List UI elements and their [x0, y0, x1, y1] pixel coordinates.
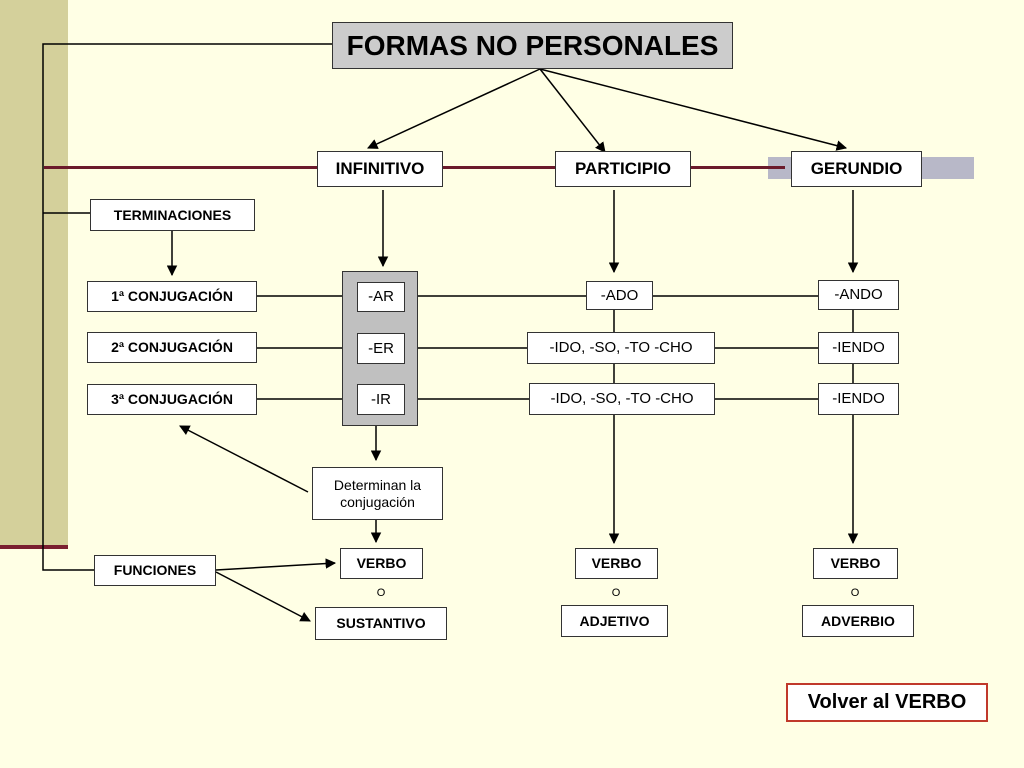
determinan-note: Determinan la conjugación — [312, 467, 443, 520]
arrow-funciones-sustantivo — [215, 571, 311, 622]
ending-ido-2: -IDO, -SO, -TO -CHO — [529, 383, 715, 415]
funciones-node: FUNCIONES — [94, 555, 216, 586]
conjugacion-1-node: 1ª CONJUGACIÓN — [87, 281, 257, 312]
back-to-verbo-link[interactable]: Volver al VERBO — [786, 683, 988, 722]
gerundio-node: GERUNDIO — [791, 151, 922, 187]
decorative-side-bar — [0, 0, 68, 545]
decorative-side-bar-edge — [0, 545, 68, 549]
conjugacion-3-node: 3ª CONJUGACIÓN — [87, 384, 257, 415]
ending-ando: -ANDO — [818, 280, 899, 310]
arrow-note-conjugacion — [179, 425, 309, 493]
ending-ido-1: -IDO, -SO, -TO -CHO — [527, 332, 715, 364]
participio-node: PARTICIPIO — [555, 151, 691, 187]
ending-ar: -AR — [357, 282, 405, 312]
gerundio-function-adverbio: ADVERBIO — [802, 605, 914, 637]
left-bracket-line — [42, 43, 332, 571]
arrow-title-infinitivo — [367, 68, 541, 149]
participio-function-verbo: VERBO — [575, 548, 658, 579]
conjugacion-2-node: 2ª CONJUGACIÓN — [87, 332, 257, 363]
arrow-funciones-verbo — [215, 558, 337, 571]
terminaciones-node: TERMINACIONES — [90, 199, 255, 231]
arrow-title-participio — [539, 68, 606, 153]
arrow-title-gerundio — [539, 68, 848, 151]
infinitivo-node: INFINITIVO — [317, 151, 443, 187]
ending-er: -ER — [357, 333, 405, 364]
participio-function-adjetivo: ADJETIVO — [561, 605, 668, 637]
gerundio-function-or: O — [850, 587, 860, 599]
ending-ir: -IR — [357, 384, 405, 415]
infinitivo-function-sustantivo: SUSTANTIVO — [315, 607, 447, 640]
gerundio-function-verbo: VERBO — [813, 548, 898, 579]
ending-iendo-1: -IENDO — [818, 332, 899, 364]
ending-ado: -ADO — [586, 281, 653, 310]
participio-function-or: O — [611, 587, 621, 599]
ending-iendo-2: -IENDO — [818, 383, 899, 415]
infinitivo-function-or: O — [376, 587, 386, 599]
diagram-title: FORMAS NO PERSONALES — [332, 22, 733, 69]
infinitivo-function-verbo: VERBO — [340, 548, 423, 579]
